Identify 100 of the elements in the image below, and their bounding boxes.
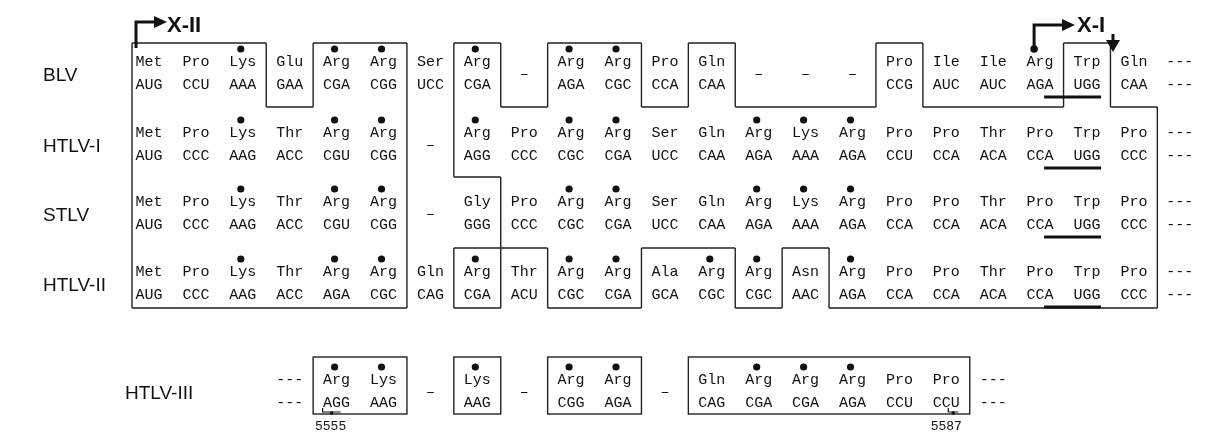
codon: CAG — [698, 395, 726, 411]
amino-acid: Pro — [510, 194, 538, 210]
codon: UGG — [1073, 77, 1101, 93]
codon: ACC — [276, 217, 304, 233]
codon: AGA — [839, 287, 866, 303]
codon: UGG — [1073, 148, 1101, 164]
codon: CGU — [323, 148, 351, 164]
codon: CCA — [885, 217, 913, 233]
sequence-name: HTLV-III — [125, 382, 194, 401]
amino-acid: Gln — [698, 54, 726, 70]
continuation-dashes: --- — [979, 372, 1007, 388]
codon: AAA — [792, 148, 820, 164]
codon: CGU — [323, 217, 351, 233]
amino-acid: Met — [135, 54, 163, 70]
gap-dash: – — [801, 66, 811, 81]
codon: CGG — [370, 217, 397, 233]
codon: CGC — [557, 217, 585, 233]
amino-acid: Pro — [1120, 264, 1148, 280]
amino-acid: Arg — [370, 194, 397, 210]
amino-acid: Pro — [182, 54, 210, 70]
amino-acid: Gly — [463, 194, 491, 210]
amino-acid: Trp — [1073, 125, 1101, 141]
amino-acid: Lys — [792, 194, 820, 210]
continuation-dashes: --- — [1166, 77, 1194, 93]
amino-acid: Pro — [651, 54, 679, 70]
codon: CGC — [604, 77, 632, 93]
amino-acid: Pro — [885, 125, 913, 141]
amino-acid: Lys — [229, 194, 257, 210]
amino-acid: Thr — [276, 125, 304, 141]
amino-acid: Lys — [792, 125, 820, 141]
amino-acid: Arg — [839, 194, 866, 210]
codon: AAG — [229, 148, 257, 164]
gap-dash: – — [660, 384, 670, 399]
codon: AGA — [323, 287, 351, 303]
amino-acid: Pro — [1026, 125, 1054, 141]
amino-acid: Asn — [792, 264, 820, 280]
codon: CCA — [932, 217, 960, 233]
codon: CGA — [792, 395, 820, 411]
codon: CGA — [323, 77, 351, 93]
amino-acid: Arg — [604, 54, 632, 70]
codon: AGA — [604, 395, 632, 411]
amino-acid: Met — [135, 194, 163, 210]
codon: AUC — [979, 77, 1007, 93]
codon: CCG — [885, 77, 913, 93]
codon: CCC — [1120, 148, 1148, 164]
codon: AUC — [932, 77, 960, 93]
codon: CGC — [557, 148, 585, 164]
codon: CCC — [510, 148, 538, 164]
codon: CGC — [557, 287, 585, 303]
codon: GAA — [276, 77, 304, 93]
amino-acid: Glu — [276, 54, 304, 70]
amino-acid: Pro — [1026, 194, 1054, 210]
codon: CCC — [182, 287, 210, 303]
amino-acid: Trp — [1073, 194, 1101, 210]
codon: AAG — [370, 395, 397, 411]
amino-acid: Arg — [604, 264, 632, 280]
amino-acid: Pro — [885, 54, 913, 70]
codon: ACA — [979, 148, 1007, 164]
amino-acid: Arg — [323, 194, 351, 210]
amino-acid: Thr — [979, 125, 1007, 141]
continuation-dashes: --- — [1166, 217, 1194, 233]
codon: CGA — [745, 395, 773, 411]
gap-dash: – — [754, 66, 764, 81]
amino-acid: Arg — [323, 54, 351, 70]
amino-acid: Ser — [416, 54, 444, 70]
codon: UGG — [1073, 217, 1101, 233]
amino-acid: Arg — [557, 125, 585, 141]
continuation-dashes: --- — [1166, 148, 1194, 164]
codon: AGA — [745, 148, 773, 164]
codon: CAA — [1120, 77, 1148, 93]
amino-acid: Pro — [1120, 194, 1148, 210]
amino-acid: Pro — [885, 194, 913, 210]
amino-acid: Ala — [651, 264, 679, 280]
amino-acid: Lys — [370, 372, 397, 388]
amino-acid: Pro — [1026, 264, 1054, 280]
amino-acid: Met — [135, 264, 163, 280]
amino-acid: Arg — [698, 264, 726, 280]
codon: AGA — [839, 217, 866, 233]
amino-acid: Arg — [792, 372, 820, 388]
codon: CCU — [885, 395, 913, 411]
amino-acid: Thr — [979, 194, 1007, 210]
amino-acid: Pro — [932, 264, 960, 280]
gap-dash: – — [848, 66, 857, 81]
amino-acid: Pro — [885, 372, 913, 388]
amino-acid: Pro — [932, 372, 960, 388]
amino-acid: Ser — [651, 125, 679, 141]
continuation-dashes: --- — [1166, 264, 1194, 280]
amino-acid: Ile — [979, 54, 1007, 70]
codon: CCA — [932, 148, 960, 164]
amino-acid: Arg — [745, 264, 773, 280]
codon: CCA — [1026, 287, 1054, 303]
gap-dash: – — [519, 66, 529, 81]
sequence-name: HTLV-I — [43, 135, 101, 154]
reading-frame-label: X-I — [1077, 14, 1106, 36]
codon: AAG — [229, 287, 257, 303]
codon: ACC — [276, 148, 304, 164]
amino-acid: Arg — [604, 372, 632, 388]
codon: AGA — [557, 77, 585, 93]
amino-acid: Pro — [885, 264, 913, 280]
position-number: 5587 — [930, 419, 962, 433]
